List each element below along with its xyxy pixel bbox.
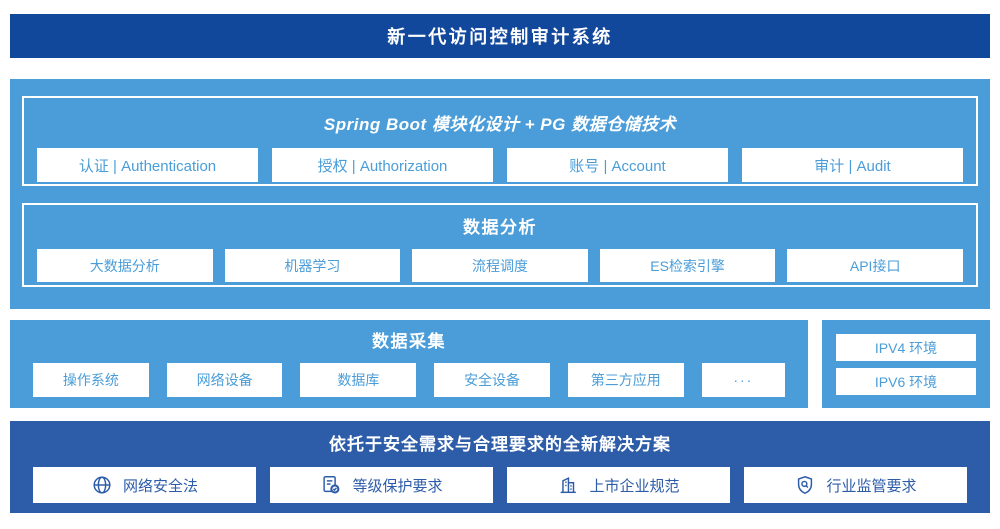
module-box-es: ES检索引擎 (599, 249, 776, 282)
solution-box-industry-regulation: 行业监管要求 (744, 467, 967, 503)
module-box-ml: 机器学习 (224, 249, 401, 282)
network-environment-block: IPV4 环境 IPV6 环境 (822, 320, 990, 408)
module-box-api: API接口 (787, 249, 963, 282)
spring-section-title: Spring Boot 模块化设计 + PG 数据仓储技术 (323, 115, 677, 134)
source-box-network: 网络设备 (166, 363, 283, 397)
sources-row: 操作系统 网络设备 数据库 安全设备 第三方应用 ··· (33, 363, 785, 397)
source-box-security: 安全设备 (434, 363, 550, 397)
globe-icon (91, 474, 113, 496)
module-box-workflow: 流程调度 (412, 249, 588, 282)
platform-block: Spring Boot 模块化设计 + PG 数据仓储技术 认证 | Authe… (10, 79, 990, 309)
module-box-authorization: 授权 | Authorization (272, 148, 493, 182)
solution-label: 行业监管要求 (826, 477, 917, 495)
analysis-modules-row: 大数据分析 机器学习 流程调度 ES检索引擎 API接口 (37, 249, 963, 282)
spring-boot-section: Spring Boot 模块化设计 + PG 数据仓储技术 认证 | Authe… (22, 96, 978, 186)
solution-label: 等级保护要求 (352, 477, 443, 495)
solution-title: 依托于安全需求与合理要求的全新解决方案 (329, 435, 671, 454)
module-box-authentication: 认证 | Authentication (37, 148, 258, 182)
data-analysis-section: 数据分析 大数据分析 机器学习 流程调度 ES检索引擎 API接口 (22, 203, 978, 287)
auth-modules-row: 认证 | Authentication 授权 | Authorization 账… (37, 148, 963, 182)
module-box-audit: 审计 | Audit (742, 148, 963, 182)
solution-block: 依托于安全需求与合理要求的全新解决方案 网络安全法 (10, 421, 990, 513)
ipv6-box: IPV6 环境 (836, 368, 976, 395)
module-box-account: 账号 | Account (507, 148, 728, 182)
source-box-more: ··· (701, 363, 785, 397)
ipv4-box: IPV4 环境 (836, 334, 976, 361)
shield-search-icon (794, 474, 816, 496)
analysis-section-title: 数据分析 (463, 218, 537, 237)
solution-row: 网络安全法 等级保护要求 (33, 467, 967, 503)
source-box-thirdparty: 第三方应用 (567, 363, 684, 397)
banner: 新一代访问控制审计系统 (10, 14, 990, 58)
data-collection-block: 数据采集 操作系统 网络设备 数据库 安全设备 第三方应用 ··· (10, 320, 808, 408)
collection-title: 数据采集 (372, 332, 446, 351)
source-box-os: 操作系统 (33, 363, 149, 397)
solution-box-cybersecurity-law: 网络安全法 (33, 467, 256, 503)
building-icon (557, 474, 579, 496)
solution-label: 上市企业规范 (589, 477, 680, 495)
page-title: 新一代访问控制审计系统 (387, 27, 613, 47)
source-box-database: 数据库 (300, 363, 417, 397)
module-box-bigdata: 大数据分析 (37, 249, 213, 282)
solution-box-protection-level: 等级保护要求 (270, 467, 493, 503)
solution-label: 网络安全法 (122, 477, 198, 495)
document-check-icon (320, 474, 342, 496)
solution-box-listed-company: 上市企业规范 (507, 467, 730, 503)
